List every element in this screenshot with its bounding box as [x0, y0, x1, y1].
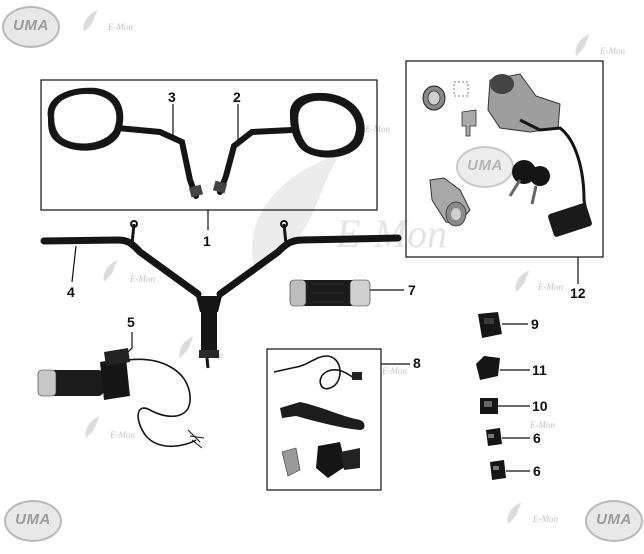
logo-ring [456, 146, 514, 188]
lock-set-group-frame [405, 60, 604, 258]
callout-2: 2 [233, 89, 241, 105]
callout-6-lower: 6 [533, 463, 541, 479]
callout-10: 10 [532, 398, 548, 414]
watermark-text: E-Mon [530, 420, 555, 430]
lever-group-frame [266, 348, 382, 491]
leaf-watermark-icon [85, 416, 100, 438]
callout-3: 3 [168, 89, 176, 105]
right-mirror [212, 92, 365, 195]
leaf-watermark-icon [83, 10, 98, 32]
watermark-text: E-Mon [600, 46, 625, 56]
callout-1: 1 [203, 233, 211, 249]
logo-ring [2, 6, 60, 48]
lock-set [422, 73, 592, 237]
left-switch-grip [37, 348, 205, 449]
watermark-text: E-Mon [382, 366, 407, 376]
switch-6-lower [490, 460, 506, 480]
logo-ring [585, 500, 643, 542]
logo-ring [4, 500, 62, 542]
switch-9 [478, 312, 502, 338]
leaf-watermark-icon [575, 34, 590, 56]
uma-logo-bottom-left: UMA [4, 500, 62, 542]
callout-5: 5 [127, 314, 135, 330]
switch-11 [476, 356, 500, 380]
callout-9: 9 [531, 316, 539, 332]
watermark-big-text: E-Mon [336, 211, 448, 256]
callout-4: 4 [67, 284, 75, 300]
watermark-text: E-Mon [538, 282, 563, 292]
leaf-watermark-icon [507, 502, 522, 524]
watermark-text: E-Mon [108, 22, 133, 32]
callout-7: 7 [408, 282, 416, 298]
logo-text: UMA [596, 511, 632, 528]
lever-parts [273, 355, 365, 478]
callout-8: 8 [413, 355, 421, 371]
callout-6-upper: 6 [533, 430, 541, 446]
watermark-text: E-Mon [533, 514, 558, 524]
logo-text: UMA [15, 511, 51, 528]
switch-10 [480, 398, 498, 414]
leader-5 [127, 332, 133, 353]
leaf-watermark-icon [179, 336, 194, 358]
uma-logo-bottom-right: UMA [585, 500, 643, 542]
logo-text: UMA [13, 17, 49, 34]
leader-lines [71, 104, 579, 472]
left-mirror [47, 87, 204, 199]
callout-11: 11 [532, 362, 547, 378]
uma-logo-top-left: UMA [2, 6, 60, 48]
watermark-text: E-Mon [130, 274, 155, 284]
leaf-watermark-icon [103, 260, 118, 282]
leaf-watermark-icon [515, 270, 530, 292]
leader-4 [71, 245, 77, 283]
mirror-group-frame [40, 79, 378, 211]
switch-6-upper [486, 428, 502, 446]
logo-text: UMA [467, 157, 503, 174]
uma-logo-center: UMA [456, 146, 514, 188]
callout-12: 12 [570, 285, 586, 301]
handlebar [40, 220, 402, 369]
right-grip [289, 279, 371, 307]
watermark-text: E-Mon [110, 430, 135, 440]
